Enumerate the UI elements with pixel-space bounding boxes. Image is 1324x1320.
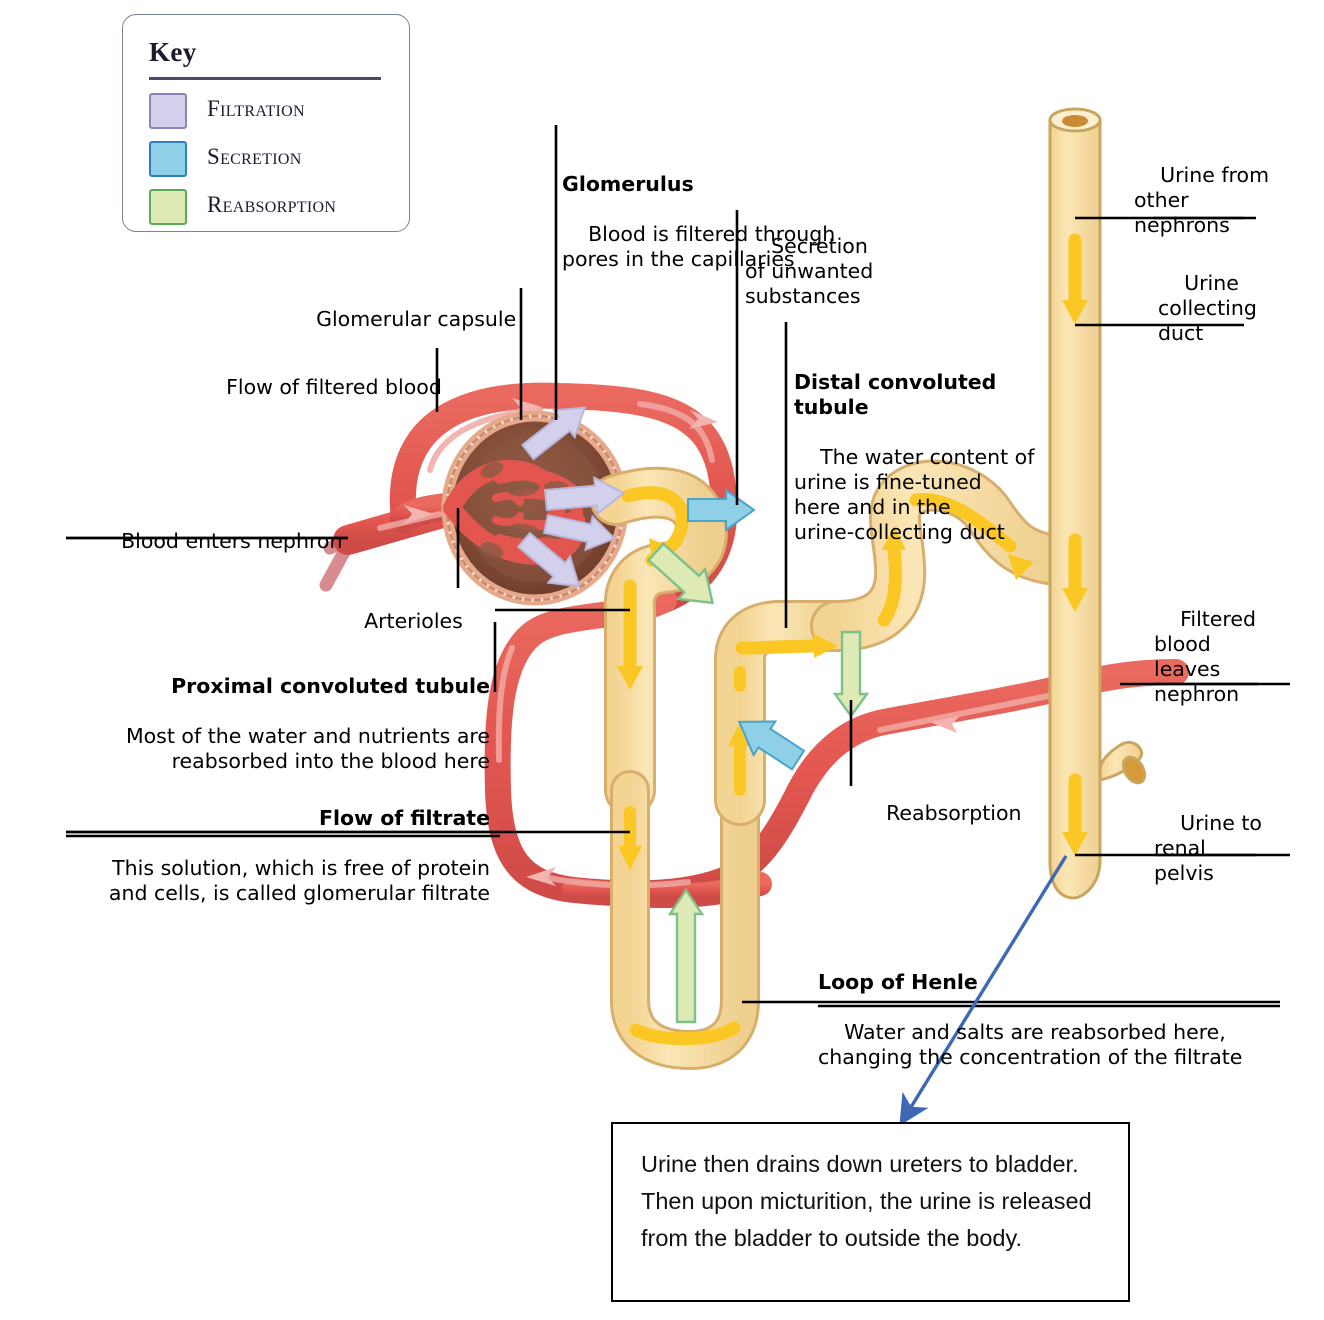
label-proximal-tubule: Proximal convoluted tubule Most of the w… <box>90 624 490 799</box>
label-loop-of-henle: Loop of Henle Water and salts are reabso… <box>818 920 1242 1095</box>
key-label-filtration: Filtration <box>207 96 305 121</box>
label-urine-renal-pelvis: Urine to renal pelvis <box>1154 786 1262 911</box>
label-proximal-tubule-head: Proximal convoluted tubule <box>171 674 490 698</box>
label-underlines <box>66 216 1280 1008</box>
label-urine-renal-pelvis-body: Urine to renal pelvis <box>1154 811 1262 885</box>
label-reabsorption-body: Reabsorption <box>886 801 1022 825</box>
label-glomerular-capsule: Glomerular capsule <box>290 282 516 357</box>
blood-flow-chevrons <box>404 398 960 886</box>
label-flow-of-filtrate-body: This solution, which is free of protein … <box>108 856 490 905</box>
filtration-swatch <box>149 93 187 129</box>
callout-box: Urine then drains down ureters to bladde… <box>611 1122 1130 1302</box>
label-distal-tubule-body: The water content of urine is fine-tuned… <box>794 445 1035 544</box>
filtrate-flow-arrows <box>617 233 1088 1046</box>
filtration-arrows <box>516 406 626 588</box>
label-urine-other-nephrons: Urine from other nephrons <box>1134 138 1269 263</box>
label-blood-enters-nephron: Blood enters nephron <box>95 504 342 579</box>
label-distal-tubule: Distal convoluted tubule The water conte… <box>794 320 1034 570</box>
label-flow-of-filtrate-head: Flow of filtrate <box>319 806 490 830</box>
label-distal-tubule-head: Distal convoluted tubule <box>794 370 997 419</box>
key-label-secretion: Secretion <box>207 144 302 169</box>
label-glomerulus-head: Glomerulus <box>562 172 694 196</box>
label-urine-collecting-duct: Urine collecting duct <box>1158 246 1257 371</box>
label-urine-collecting-duct-body: Urine collecting duct <box>1158 271 1257 345</box>
label-secretion-unwanted: Secretion of unwanted substances <box>745 209 873 334</box>
label-secretion-unwanted-body: Secretion of unwanted substances <box>745 234 874 308</box>
key-title: Key <box>149 37 197 67</box>
label-blood-enters-nephron-body: Blood enters nephron <box>121 529 343 553</box>
label-glomerular-capsule-body: Glomerular capsule <box>316 307 517 331</box>
label-glomerulus-body: Blood is filtered through pores in the c… <box>562 222 836 271</box>
label-proximal-tubule-body: Most of the water and nutrients are reab… <box>125 724 490 773</box>
label-arterioles-body: Arterioles <box>364 609 463 633</box>
reabsorption-swatch <box>149 189 187 225</box>
key-label-reabsorption: Reabsorption <box>207 192 337 217</box>
urine-collecting-duct <box>1048 107 1147 900</box>
key-legend: Key Filtration Secretion Reabsorption <box>122 14 410 232</box>
reabsorption-arrows <box>646 542 870 1024</box>
key-divider <box>149 77 381 80</box>
label-filtered-blood-leaves: Filtered blood leaves nephron <box>1154 582 1256 732</box>
label-glomerulus: Glomerulus Blood is filtered through por… <box>562 122 835 297</box>
label-filtered-blood-leaves-body: Filtered blood leaves nephron <box>1154 607 1257 706</box>
label-urine-other-nephrons-body: Urine from other nephrons <box>1134 163 1270 237</box>
label-arterioles: Arterioles <box>338 584 463 659</box>
callout-text: Urine then drains down ureters to bladde… <box>641 1151 1092 1251</box>
label-flow-filtered-blood: Flow of filtered blood <box>200 350 442 425</box>
label-flow-filtered-blood-body: Flow of filtered blood <box>226 375 442 399</box>
callout-arrow <box>899 855 1068 1126</box>
label-reabsorption: Reabsorption <box>860 776 1022 851</box>
secretion-swatch <box>149 141 187 177</box>
label-loop-of-henle-head: Loop of Henle <box>818 970 978 994</box>
label-flow-of-filtrate: Flow of filtrate This solution, which is… <box>66 756 490 931</box>
label-loop-of-henle-body: Water and salts are reabsorbed here, cha… <box>818 1020 1243 1069</box>
